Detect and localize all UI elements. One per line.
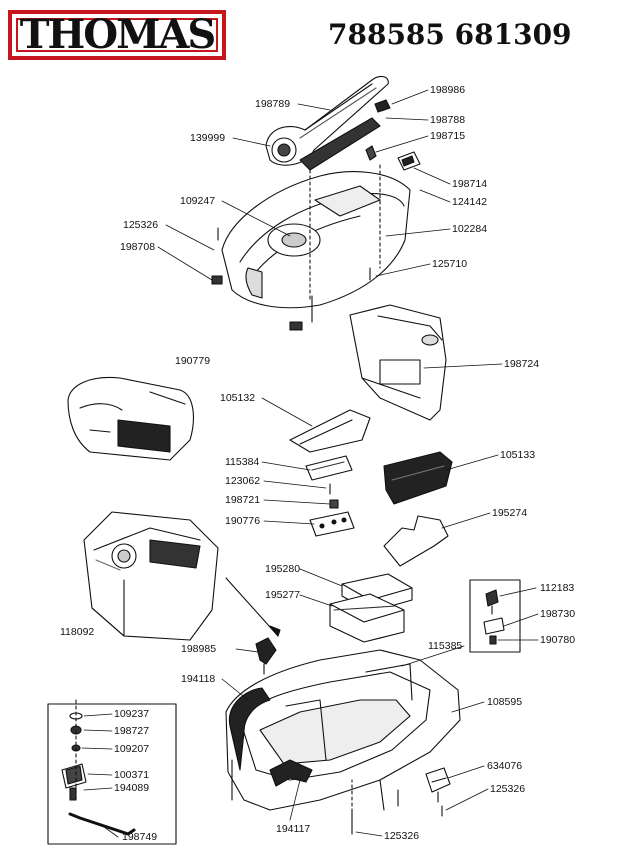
- assembly-arrow: [225, 577, 281, 637]
- part-label-139999: 139999: [190, 132, 226, 144]
- part-label-194118: 194118: [181, 673, 216, 685]
- part-label-124142: 124142: [452, 196, 488, 208]
- logo-inner-frame: [16, 18, 218, 52]
- front-seal-part: [269, 759, 313, 787]
- thomas-logo: THOMAS: [8, 10, 226, 60]
- logo-text: THOMAS: [19, 11, 217, 58]
- part-label-105132: 105132: [220, 392, 256, 404]
- part-label-634076: 634076: [487, 760, 523, 772]
- part-label-102284: 102284: [452, 223, 488, 235]
- motor-housing-part: [67, 376, 194, 461]
- part-label-195274: 195274: [492, 507, 528, 519]
- valve-inset-box: [469, 579, 521, 653]
- part-label-112183: 112183: [540, 582, 575, 594]
- part-label-194117: 194117: [276, 823, 311, 835]
- part-label-198714: 198714: [452, 178, 488, 190]
- part-label-198708: 198708: [120, 241, 156, 253]
- float-part: [255, 637, 277, 675]
- part-label-190776: 190776: [225, 515, 261, 527]
- clip-parts: [365, 145, 421, 171]
- part-label-198749: 198749: [122, 831, 158, 843]
- part-label-125326-top: 125326: [123, 219, 159, 231]
- part-label-125326-right: 125326: [490, 783, 526, 795]
- filter-part: [383, 451, 453, 505]
- part-label-109237: 109237: [114, 708, 150, 720]
- part-label-198789: 198789: [255, 98, 291, 110]
- part-label-195277: 195277: [265, 589, 301, 601]
- part-label-195280: 195280: [265, 563, 301, 575]
- part-label-123062: 123062: [225, 475, 261, 487]
- pump-part: [425, 767, 451, 803]
- part-label-115385: 115385: [428, 640, 463, 652]
- baffle-panel-part: [383, 515, 449, 567]
- handle-part: [265, 75, 389, 166]
- part-label-125710: 125710: [432, 258, 468, 270]
- switch-parts: [305, 455, 355, 537]
- part-label-198986: 198986: [430, 84, 466, 96]
- part-label-118092: 118092: [60, 626, 95, 638]
- seal-part: [228, 687, 271, 771]
- part-label-108595: 108595: [487, 696, 523, 708]
- part-label-190779: 190779: [175, 355, 211, 367]
- leader-lines: [81, 89, 539, 838]
- part-label-100371: 100371: [114, 769, 150, 781]
- grille-part: [299, 99, 391, 171]
- part-label-198730: 198730: [540, 608, 576, 620]
- part-label-198727: 198727: [114, 725, 150, 737]
- water-tank-part: [83, 511, 219, 641]
- top-cover-part: [221, 171, 411, 309]
- pump-inset-box: [47, 699, 177, 845]
- rear-panel-part: [349, 304, 447, 421]
- part-label-115384: 115384: [225, 456, 260, 468]
- base-housing-part: [225, 649, 461, 811]
- part-label-194089: 194089: [114, 782, 150, 794]
- part-label-125326-bottom: 125326: [384, 830, 420, 842]
- part-label-198724: 198724: [504, 358, 540, 370]
- part-label-198788: 198788: [430, 114, 466, 126]
- part-label-198985: 198985: [181, 643, 217, 655]
- part-label-105133: 105133: [500, 449, 536, 461]
- screws-bottom: [351, 779, 443, 835]
- part-label-109207: 109207: [114, 743, 150, 755]
- screws-top: [211, 164, 381, 331]
- part-label-190780: 190780: [540, 634, 576, 646]
- filter-box-parts: [329, 573, 413, 643]
- part-label-198721: 198721: [225, 494, 261, 506]
- model-numbers: 788585 681309: [328, 18, 572, 51]
- part-label-109247: 109247: [180, 195, 216, 207]
- part-label-198715: 198715: [430, 130, 466, 142]
- electronics-cover-part: [289, 409, 371, 453]
